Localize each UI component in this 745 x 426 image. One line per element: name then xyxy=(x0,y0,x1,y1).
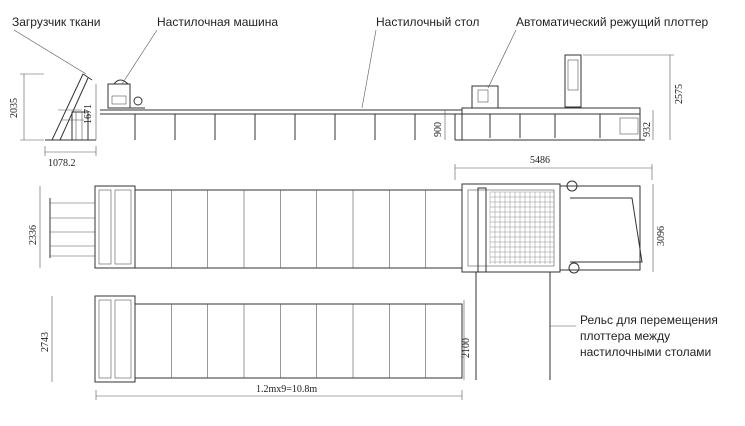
label-spreading-machine: Настилочная машина xyxy=(157,15,278,29)
dim-table-length: 1.2mx9=10.8m xyxy=(256,384,317,395)
fabric-loader-side xyxy=(45,73,96,141)
dim-rail-span: 2100 xyxy=(461,338,472,358)
side-view: 2035 1671 1078.2 900 932 2575 xyxy=(9,54,685,169)
dim-plotter-width: 3096 xyxy=(656,226,667,246)
plan-view-table2 xyxy=(51,295,463,400)
dim-plotter-table-height: 932 xyxy=(642,122,653,137)
dim-loader-width: 1078.2 xyxy=(48,158,76,169)
label-spreading-table: Настилочный стол xyxy=(376,15,479,29)
label-fabric-loader: Загрузчик ткани xyxy=(12,15,101,29)
spreading-table-side xyxy=(100,109,462,140)
side-dimension-lines xyxy=(20,54,674,156)
plotter-rails xyxy=(463,272,551,380)
label-rail-line2: плоттера между xyxy=(580,329,670,343)
dim-plotter-height: 2575 xyxy=(674,84,685,104)
dim-table-height: 900 xyxy=(433,122,444,137)
label-rail-line3: настилочными столами xyxy=(580,345,711,359)
label-auto-cutting-plotter: Автоматический режущий плоттер xyxy=(516,15,708,29)
spreading-machine-side xyxy=(107,79,145,109)
cutting-plotter-side xyxy=(455,54,645,141)
dim-machine-height: 1671 xyxy=(83,104,94,124)
plan-view-table1 xyxy=(39,164,654,274)
dim-table2-width: 2743 xyxy=(40,332,51,352)
dim-plotter-length: 5486 xyxy=(530,155,550,166)
label-leaders xyxy=(13,29,576,327)
label-rail-line1: Рельс для перемещения xyxy=(580,313,718,327)
dim-loader-height: 2035 xyxy=(9,98,20,118)
dim-table1-width: 2336 xyxy=(28,225,39,245)
